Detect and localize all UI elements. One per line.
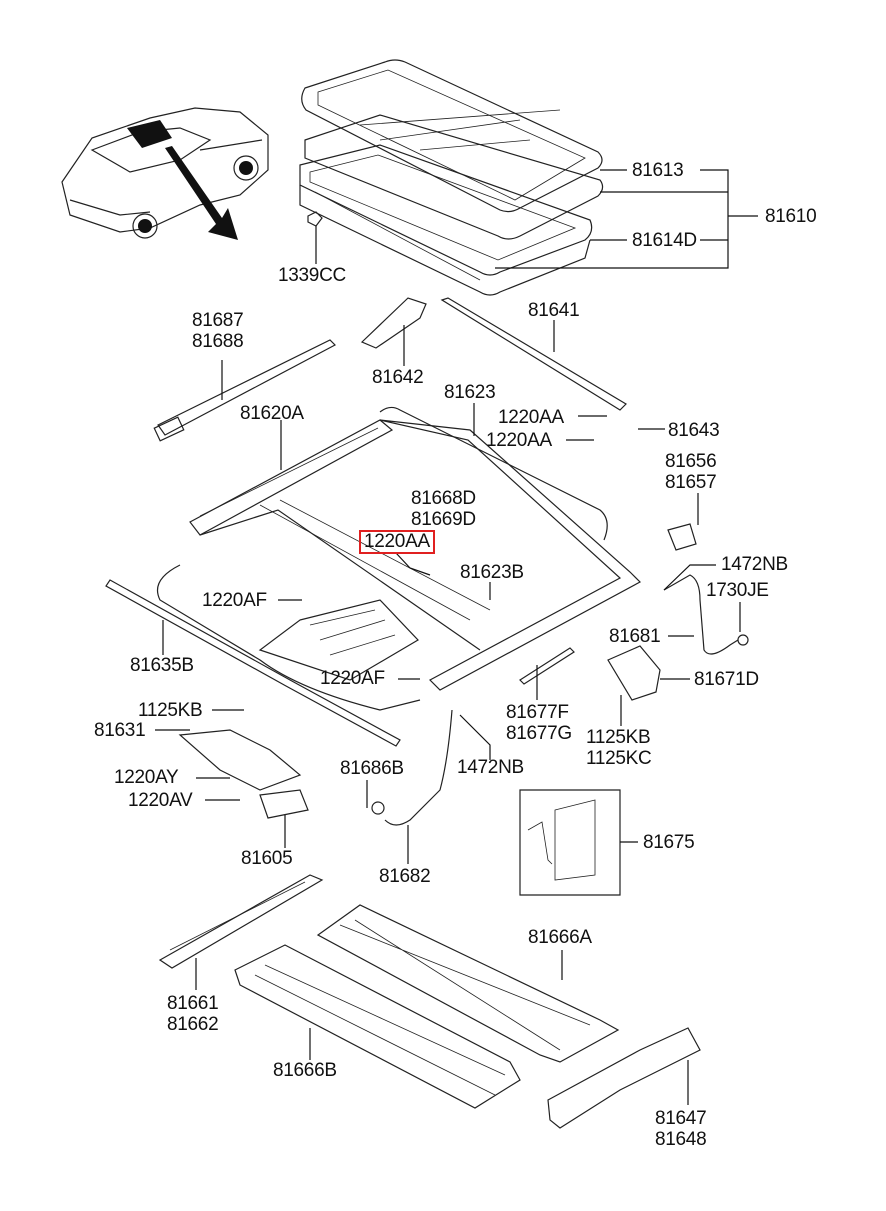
sunshade-parts <box>158 874 701 1129</box>
callout-81614D[interactable]: 81614D <box>632 230 697 251</box>
callout-1220AA-highlighted[interactable]: 1220AA <box>359 530 435 554</box>
frame-and-rails <box>105 297 749 896</box>
callout-81681[interactable]: 81681 <box>609 626 661 647</box>
callout-81687-81688[interactable]: 81687 81688 <box>192 310 244 352</box>
callout-1125KB-1125KC[interactable]: 1125KB 1125KC <box>586 727 652 769</box>
callout-81623[interactable]: 81623 <box>444 382 496 403</box>
callout-81675[interactable]: 81675 <box>643 832 695 853</box>
arrow-icon <box>165 146 238 240</box>
callout-81656-81657[interactable]: 81656 81657 <box>665 451 717 493</box>
callout-81641[interactable]: 81641 <box>528 300 580 321</box>
callout-81647-81648[interactable]: 81647 81648 <box>655 1108 707 1150</box>
callout-81666B[interactable]: 81666B <box>273 1060 337 1081</box>
callout-81623B[interactable]: 81623B <box>460 562 524 583</box>
callout-1220AA-a[interactable]: 1220AA <box>498 407 564 428</box>
callout-81613[interactable]: 81613 <box>632 160 684 181</box>
callout-81610[interactable]: 81610 <box>765 206 817 227</box>
callout-81642[interactable]: 81642 <box>372 367 424 388</box>
callout-1220AF-a[interactable]: 1220AF <box>202 590 267 611</box>
callout-81671D[interactable]: 81671D <box>694 669 759 690</box>
callout-1472NB-a[interactable]: 1472NB <box>721 554 788 575</box>
callout-1220AF-b[interactable]: 1220AF <box>320 668 385 689</box>
callout-81668D-81669D[interactable]: 81668D 81669D <box>411 488 476 530</box>
callout-1220AA-b[interactable]: 1220AA <box>486 430 552 451</box>
callout-81631[interactable]: 81631 <box>94 720 146 741</box>
sunroof-location-marker <box>127 120 172 148</box>
clip-1339CC <box>307 211 323 227</box>
callout-81677F-81677G[interactable]: 81677F 81677G <box>506 702 572 744</box>
callout-1339CC[interactable]: 1339CC <box>278 265 346 286</box>
callout-81686B[interactable]: 81686B <box>340 758 404 779</box>
callout-1220AY[interactable]: 1220AY <box>114 767 179 788</box>
callout-1220AV[interactable]: 1220AV <box>128 790 193 811</box>
callout-81643[interactable]: 81643 <box>668 420 720 441</box>
callout-1472NB-b[interactable]: 1472NB <box>457 757 524 778</box>
callout-1125KB-a[interactable]: 1125KB <box>138 700 203 721</box>
callout-81635B[interactable]: 81635B <box>130 655 194 676</box>
callout-81666A[interactable]: 81666A <box>528 927 592 948</box>
callout-1730JE[interactable]: 1730JE <box>706 580 769 601</box>
callout-81661-81662[interactable]: 81661 81662 <box>167 993 219 1035</box>
glass-panel-assembly <box>299 59 604 296</box>
callout-81620A[interactable]: 81620A <box>240 403 304 424</box>
callout-81605[interactable]: 81605 <box>241 848 293 869</box>
callout-81682[interactable]: 81682 <box>379 866 431 887</box>
vehicle-locator-illustration <box>61 107 269 240</box>
leader-lines <box>155 169 758 1105</box>
